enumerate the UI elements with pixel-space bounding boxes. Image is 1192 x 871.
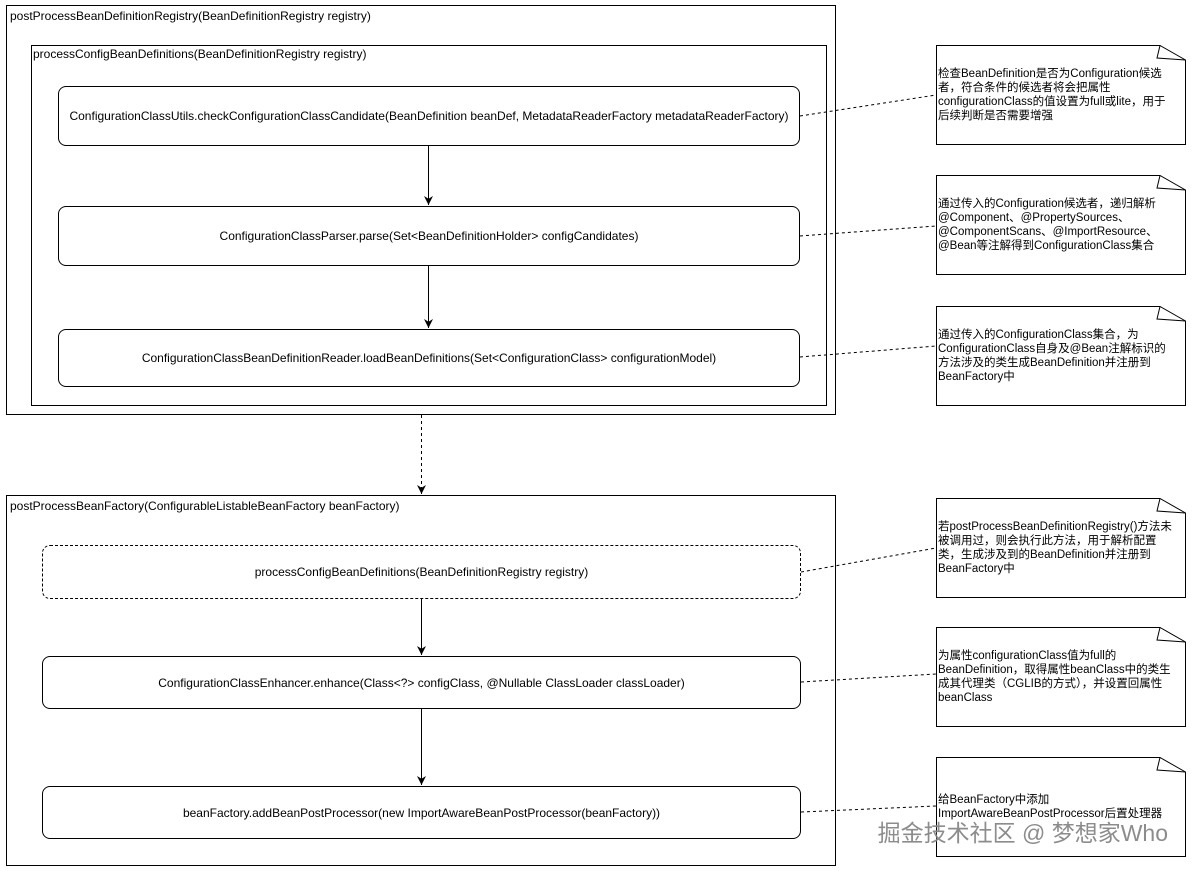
note-outline bbox=[936, 757, 1186, 857]
step-label: processConfigBeanDefinitions(BeanDefinit… bbox=[254, 565, 589, 579]
note-shape bbox=[936, 175, 1186, 275]
note-fold bbox=[1156, 498, 1186, 514]
note-line: configurationClass的值设置为full或lite，用于 bbox=[938, 96, 1166, 108]
note-line: 给BeanFactory中添加 bbox=[938, 794, 1050, 806]
note-line: beanClass bbox=[938, 692, 993, 704]
step-label: ConfigurationClassEnhancer.enhance(Class… bbox=[158, 675, 685, 690]
note-shape bbox=[936, 627, 1186, 727]
note-outline bbox=[936, 627, 1186, 727]
note-line: @ComponentScans、@ImportResource、 bbox=[938, 226, 1158, 238]
note-fold bbox=[1156, 175, 1186, 191]
note-line: 若postProcessBeanDefinitionRegistry()方法未 bbox=[938, 521, 1172, 533]
note-enhance: 为属性configurationClass值为full的 BeanDefinit… bbox=[936, 627, 1186, 727]
step-load-bean-definitions: ConfigurationClassBeanDefinitionReader.l… bbox=[58, 329, 800, 387]
note-outline bbox=[936, 45, 1186, 145]
frame-post-process-bean-definition-registry: postProcessBeanDefinitionRegistry(BeanDe… bbox=[6, 5, 836, 415]
note-line: 通过传入的Configuration候选者，递归解析 bbox=[938, 198, 1156, 210]
note-line: 通过传入的ConfigurationClass集合，为 bbox=[938, 329, 1139, 341]
note-text: 检查BeanDefinition是否为Configuration候选 者，符合条… bbox=[938, 45, 1186, 145]
note-line: 为属性configurationClass值为full的 bbox=[938, 650, 1117, 662]
note-line: @Component、@PropertySources、 bbox=[938, 212, 1130, 224]
step-label: ConfigurationClassUtils.checkConfigurati… bbox=[69, 109, 789, 123]
note-shape bbox=[936, 306, 1186, 406]
note-line: 方法涉及的类生成BeanDefinition并注册到 bbox=[938, 357, 1151, 369]
note-line: @Bean等注解得到ConfigurationClass集合 bbox=[938, 240, 1155, 252]
watermark: 掘金技术社区 @ 梦想家Who bbox=[877, 820, 1168, 846]
note-line: ImportAwareBeanPostProcessor后置处理器 bbox=[938, 808, 1163, 820]
note-shape bbox=[936, 498, 1186, 598]
step-label: ConfigurationClassBeanDefinitionReader.l… bbox=[141, 351, 717, 365]
note-parse: 通过传入的Configuration候选者，递归解析 @Component、@P… bbox=[936, 175, 1186, 275]
note-shape bbox=[936, 45, 1186, 145]
note-line: ConfigurationClass自身及@Bean注解标识的 bbox=[938, 343, 1166, 355]
note-line: 者，符合条件的候选者将会把属性 bbox=[938, 82, 1111, 94]
note-line: BeanFactory中 bbox=[938, 563, 1015, 575]
note-text: 给BeanFactory中添加 ImportAwareBeanPostProce… bbox=[938, 757, 1186, 857]
frame-title: postProcessBeanDefinitionRegistry(BeanDe… bbox=[10, 9, 371, 23]
frame-title: postProcessBeanFactory(ConfigurableLista… bbox=[10, 499, 400, 513]
note-text: 通过传入的ConfigurationClass集合，为 Configuratio… bbox=[938, 306, 1186, 406]
subframe-title: processConfigBeanDefinitions(BeanDefinit… bbox=[33, 47, 367, 61]
note-outline bbox=[936, 306, 1186, 406]
note-load-bean-definitions: 通过传入的ConfigurationClass集合，为 Configuratio… bbox=[936, 306, 1186, 406]
step-enhance-config-class: ConfigurationClassEnhancer.enhance(Class… bbox=[42, 656, 801, 709]
note-line: 成其代理类（CGLIB的方式），并设置回属性 bbox=[938, 678, 1163, 690]
note-outline bbox=[936, 175, 1186, 275]
step-add-bean-post-processor: beanFactory.addBeanPostProcessor(new Imp… bbox=[42, 786, 801, 839]
note-fold bbox=[1156, 627, 1186, 643]
note-line: 类，生成涉及到的BeanDefinition并注册到 bbox=[938, 549, 1151, 561]
note-line: BeanDefinition，取得属性beanClass中的类生 bbox=[938, 664, 1171, 676]
note-line: 被调用过，则会执行此方法，用于解析配置 bbox=[938, 535, 1157, 547]
frame-post-process-bean-factory: postProcessBeanFactory(ConfigurableLista… bbox=[6, 495, 836, 866]
step-parse-config-candidates: ConfigurationClassParser.parse(Set<BeanD… bbox=[58, 206, 800, 266]
note-shape bbox=[936, 757, 1186, 857]
note-text: 为属性configurationClass值为full的 BeanDefinit… bbox=[938, 627, 1186, 727]
note-outline bbox=[936, 498, 1186, 598]
note-line: BeanFactory中 bbox=[938, 371, 1015, 383]
step-label: beanFactory.addBeanPostProcessor(new Imp… bbox=[182, 805, 661, 820]
note-fold bbox=[1156, 757, 1186, 773]
note-text: 若postProcessBeanDefinitionRegistry()方法未 … bbox=[938, 498, 1186, 598]
note-process-config: 若postProcessBeanDefinitionRegistry()方法未 … bbox=[936, 498, 1186, 598]
note-fold bbox=[1156, 306, 1186, 322]
frame-process-config-bean-definitions: processConfigBeanDefinitions(BeanDefinit… bbox=[31, 45, 827, 406]
step-label: ConfigurationClassParser.parse(Set<BeanD… bbox=[219, 229, 639, 243]
note-add-post-processor: 给BeanFactory中添加 ImportAwareBeanPostProce… bbox=[936, 757, 1186, 857]
step-check-configuration-class-candidate: ConfigurationClassUtils.checkConfigurati… bbox=[58, 86, 800, 146]
note-line: 检查BeanDefinition是否为Configuration候选 bbox=[938, 68, 1162, 80]
note-fold bbox=[1156, 45, 1186, 61]
note-text: 通过传入的Configuration候选者，递归解析 @Component、@P… bbox=[938, 175, 1186, 275]
note-line: 后续判断是否需要增强 bbox=[938, 110, 1053, 122]
step-process-config-bean-definitions: processConfigBeanDefinitions(BeanDefinit… bbox=[42, 545, 801, 599]
note-check-candidate: 检查BeanDefinition是否为Configuration候选 者，符合条… bbox=[936, 45, 1186, 145]
